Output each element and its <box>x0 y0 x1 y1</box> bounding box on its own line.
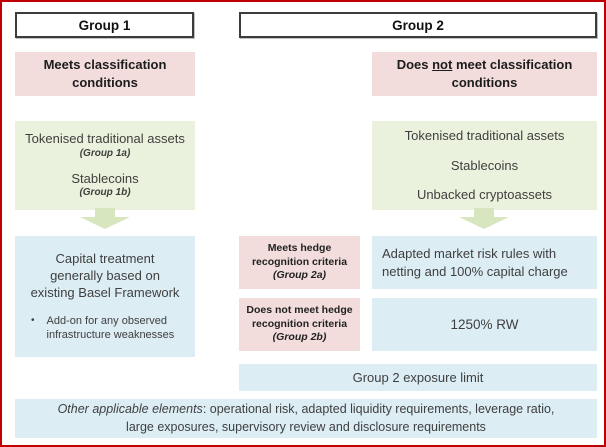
group2-rw-text: 1250% RW <box>450 317 519 332</box>
group1-header-label: Group 1 <box>78 17 131 33</box>
down-arrow-icon <box>459 208 509 229</box>
group2-exposure-limit-box: Group 2 exposure limit <box>239 364 597 391</box>
hedge-2b-text: Does not meet hedge recognition criteria… <box>245 304 354 345</box>
hedge-2b-sub: (Group 2b) <box>272 331 327 344</box>
other-elements-text: Other applicable elements: operational r… <box>58 401 555 436</box>
group2-header: Group 2 <box>239 12 597 38</box>
group2-condition-box: Does not meet classification conditions <box>372 52 597 96</box>
group1-asset-1-sub: (Group 1a) <box>79 147 131 159</box>
group2-condition-pre: Does <box>396 57 433 73</box>
group1-asset-2: Stablecoins <box>71 171 139 186</box>
group2-adapted-rules-text: Adapted market risk rules with netting a… <box>382 245 568 279</box>
group1-treatment-box: Capital treatment generally based on exi… <box>15 236 195 357</box>
group1-header: Group 1 <box>15 12 194 38</box>
other-elements-lead: Other applicable elements <box>57 402 203 416</box>
hedge-2a-box: Meets hedge recognition criteria (Group … <box>239 236 360 289</box>
group1-assets-box: Tokenised traditional assets (Group 1a) … <box>15 121 195 210</box>
hedge-2b-label: Does not meet hedge recognition criteria <box>246 304 353 330</box>
group1-treatment-text: Capital treatment generally based on exi… <box>30 250 180 300</box>
group1-condition-text: Meets classification conditions <box>43 57 167 90</box>
group2-asset-3: Unbacked cryptoassets <box>416 187 553 203</box>
hedge-2b-box: Does not meet hedge recognition criteria… <box>239 298 360 351</box>
group1-asset-1: Tokenised traditional assets <box>25 131 185 147</box>
group2-adapted-rules-box: Adapted market risk rules with netting a… <box>372 236 597 289</box>
group2-exposure-limit-text: Group 2 exposure limit <box>352 370 484 385</box>
other-elements-rest: : operational risk, adapted liquidity re… <box>126 402 555 434</box>
down-arrow-icon <box>80 208 130 229</box>
group1-treatment-bullet-text: Add-on for any observed infrastructure w… <box>46 314 175 341</box>
bullet-icon: • <box>31 314 35 326</box>
group1-treatment-bullet: • Add-on for any observed infrastructure… <box>15 314 195 343</box>
group2-header-label: Group 2 <box>392 17 444 33</box>
group2-rw-box: 1250% RW <box>372 298 597 351</box>
other-elements-box: Other applicable elements: operational r… <box>15 399 597 438</box>
group2-condition-post: meet classification conditions <box>451 57 573 90</box>
hedge-2a-text: Meets hedge recognition criteria (Group … <box>245 242 354 283</box>
group2-asset-2: Stablecoins <box>450 157 519 173</box>
group2-assets-box: Tokenised traditional assets Stablecoins… <box>372 121 597 210</box>
group2-condition-not: not <box>432 57 453 73</box>
group2-condition-text: Does not meet classification conditions <box>382 56 587 91</box>
group2-asset-1: Tokenised traditional assets <box>404 128 565 144</box>
group1-condition-box: Meets classification conditions <box>15 52 195 96</box>
hedge-2a-sub: (Group 2a) <box>272 269 327 282</box>
group1-asset-2-sub: (Group 1b) <box>79 187 131 199</box>
hedge-2a-label: Meets hedge recognition criteria <box>251 242 348 268</box>
